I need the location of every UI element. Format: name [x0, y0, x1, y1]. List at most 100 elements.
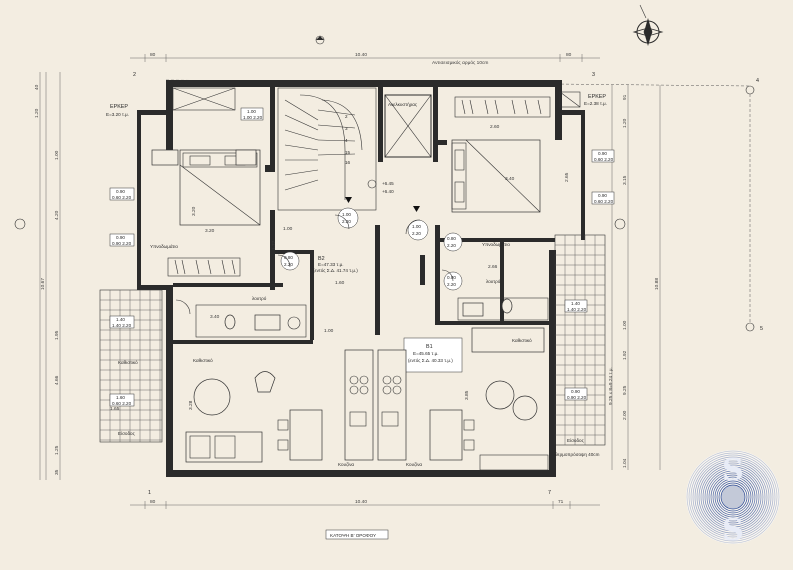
stair-step-3: 4	[345, 138, 348, 143]
axis-label-4: 4	[756, 78, 759, 84]
opening-tag: 0.80 2.20	[443, 232, 463, 252]
dim-bottom-1: 10.40	[355, 499, 367, 505]
dim-right-5: 91	[622, 94, 628, 100]
plan-title-box: ΚΑΤΟΨΗ Β' ΟΡΟΦΟΥ	[325, 529, 389, 540]
balcony-left-dim: 1.65	[110, 406, 120, 412]
level-upper: +6.45	[382, 181, 394, 186]
svg-text:0.90: 0.90	[116, 235, 125, 240]
dim-left-5: 4.66	[54, 375, 60, 385]
svg-text:0.60 2.20: 0.60 2.20	[594, 199, 614, 204]
hall-dim: 1.60	[335, 280, 345, 286]
axis-label-2: 2	[133, 72, 136, 78]
living-left-label: Καθιστικό	[193, 357, 213, 363]
opening-tag: 0.90 0.90 2.20	[109, 233, 135, 247]
toilet-right-icon	[501, 298, 513, 314]
company-logo: S S	[686, 450, 780, 548]
top-dimension-line: 80 10.40 80	[130, 52, 600, 62]
svg-text:1.40: 1.40	[116, 317, 125, 322]
living-right-label: Καθιστικό	[512, 337, 532, 343]
living-left: Καθιστικό 3.28	[185, 357, 276, 463]
apartment-b1-net: (εντός Σ.Δ. 40.33 τ.μ.)	[408, 357, 453, 363]
dim-right-3: 1.92	[622, 350, 628, 360]
left-dimension-lines: 40 1.20 1.00 4.20 10.67 4.66 1.25 1.95 3…	[34, 72, 61, 480]
erker-right: ΕΡΚΕΡ Ε=2.38 τ.μ.	[559, 91, 607, 108]
dim-right-8: 1.04	[622, 458, 628, 468]
dim-left-2: 1.00	[54, 150, 60, 160]
erker-left: ΕΡΚΕΡ Ε=3.20 τ.μ.	[106, 87, 236, 117]
apartment-b2-area: Ε=47.33 τ.μ.	[318, 262, 344, 267]
logo-letter-top: S	[722, 453, 744, 488]
svg-text:0.80: 0.80	[447, 275, 456, 280]
opening-tag: 0.90 0.90 2.20	[564, 387, 588, 401]
bottom-dimension-line: 80 10.40 71	[130, 499, 600, 509]
svg-text:0.90: 0.90	[598, 193, 607, 198]
opening-tag: 1.00 1.00 2.20	[240, 107, 264, 121]
svg-text:2.20: 2.20	[447, 243, 456, 248]
svg-text:1.40 2.20: 1.40 2.20	[112, 323, 132, 328]
axis-label-7: 7	[548, 490, 551, 496]
svg-text:2.20: 2.20	[284, 262, 293, 267]
axis-label-5: 5	[760, 326, 763, 332]
opening-tag: 0.90 0.60 2.20	[591, 191, 615, 205]
toilet-left-icon	[224, 314, 236, 330]
door-swings	[175, 214, 454, 315]
svg-text:0.80: 0.80	[447, 236, 456, 241]
living-right-dim: 3.85	[464, 390, 470, 400]
section-marker-left-icon	[14, 218, 26, 230]
apartment-b1-name: Β1	[426, 344, 433, 350]
dining-table-right-icon	[512, 395, 538, 421]
bathroom-right: λουτρό 2.66	[457, 264, 549, 321]
svg-text:0.90: 0.90	[116, 189, 125, 194]
erker-right-label: ΕΡΚΕΡ	[588, 94, 606, 100]
staircase: 2 3 4 15 16	[277, 87, 377, 211]
elevator-label: Ανελκυστήρας	[388, 101, 418, 107]
balcony-area-note: 9.25 x 8=9.24 τ.μ.	[608, 367, 614, 405]
opening-tag: 0.80 2.20	[280, 251, 300, 271]
elevator: Ανελκυστήρας	[384, 94, 432, 158]
bedroom-right: 3.40 2.60 2.65 Υπνοδωμάτιο	[451, 96, 570, 247]
balcony-right	[554, 234, 606, 446]
svg-text:0.90 2.20: 0.90 2.20	[567, 395, 587, 400]
balcony-left-label: Καθιστικό	[118, 359, 138, 365]
entry-arrow-left-icon	[345, 197, 352, 203]
svg-text:0.90: 0.90	[571, 389, 580, 394]
svg-text:1.00: 1.00	[412, 224, 421, 229]
bedroom-right-side-dim: 2.65	[564, 172, 570, 182]
dim-top-2: 80	[566, 52, 572, 58]
svg-text:0.90: 0.90	[598, 151, 607, 156]
right-dimension-lines: 10.88 9.25 3.15 1.92 1.00 91 1.20 2.00 1…	[608, 85, 661, 470]
plan-title: ΚΑΤΟΨΗ Β' ΟΡΟΦΟΥ	[330, 533, 376, 538]
outer-walls	[137, 80, 585, 477]
balcony-left-entry: Είσοδος	[118, 431, 136, 436]
kitchen-left-label: Κουζίνα	[338, 462, 354, 468]
svg-text:0.60 2.20: 0.60 2.20	[594, 157, 614, 162]
bedroom-left: 3.20 3.20 Υπνοδωμάτιο 1.77 1.00	[150, 149, 293, 277]
entrance-label: Είσοδος	[567, 438, 585, 443]
kitchen-right: Κουζίνα	[377, 349, 475, 468]
svg-text:1.00 2.20: 1.00 2.20	[243, 115, 263, 120]
bedroom-left-width: 3.20	[205, 228, 215, 234]
svg-text:1.00: 1.00	[342, 212, 351, 217]
stair-step-4: 15	[345, 150, 351, 155]
svg-text:0.60 2.20: 0.60 2.20	[112, 401, 132, 406]
armchair-icon	[254, 371, 276, 393]
level-marker-icon	[367, 179, 377, 189]
sofa-right-icon	[471, 327, 545, 353]
dim-top-0: 80	[150, 52, 156, 58]
wardrobe-right	[454, 96, 551, 118]
axis-label-3: 3	[592, 72, 595, 78]
dim-bottom-0: 80	[150, 499, 156, 505]
erker-left-label: ΕΡΚΕΡ	[110, 104, 128, 110]
entry-arrow-right-icon	[413, 206, 420, 212]
bedroom-right-dim: 3.40	[505, 176, 515, 182]
sofa-left-icon	[185, 431, 263, 463]
dim-left-1: 1.20	[34, 108, 40, 118]
living-right: Καθιστικό 3.85 Είσοδος θερμοπρόσοψη 40cm	[464, 327, 600, 471]
apartment-b2-net: (εντός Σ.Δ. 41.74 τ.μ.)	[313, 267, 358, 273]
logo-letter-bottom: S	[722, 513, 744, 548]
apartment-b1-area: Ε=45.65 τ.μ.	[413, 351, 439, 356]
dim-left-8: 35	[54, 469, 60, 475]
opening-tag: 1.40 1.40 2.20	[109, 315, 135, 329]
